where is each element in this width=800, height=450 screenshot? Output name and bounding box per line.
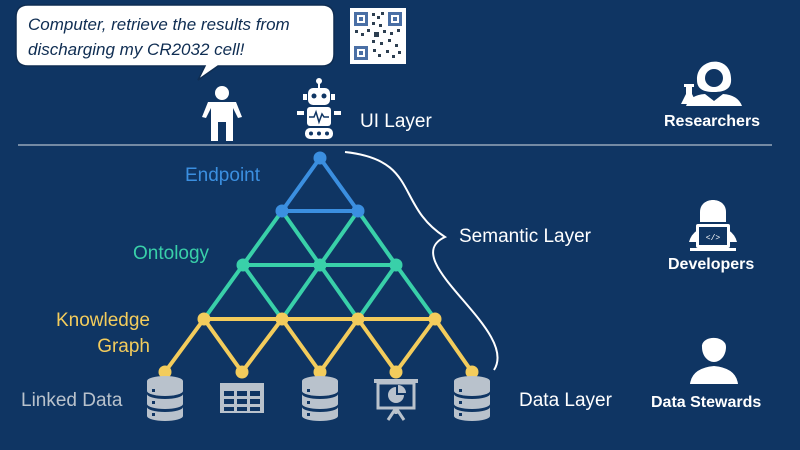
developers-label: Developers [668,256,755,273]
database-icon [147,376,183,421]
database-icon [454,376,490,421]
data-stewards-label: Data Stewards [651,394,762,411]
linked-data-node [465,365,479,379]
linked-data-node [158,365,172,379]
endpoint-node [275,204,289,218]
ontology-edges [202,209,437,321]
linked-data-node [313,365,327,379]
linked-data-node [235,365,249,379]
speech-bubble-text: Computer, retrieve the results from disc… [28,12,328,62]
speech-bubble [15,4,335,81]
speech-bubble-line: Computer, retrieve the results from [28,15,290,34]
semantic-layer-label: Semantic Layer [459,226,592,247]
ontology-node [236,258,250,272]
endpoint-node [351,204,365,218]
data-layer-label: Data Layer [519,390,612,411]
knowledge-graph-label-line: Knowledge [55,310,150,331]
endpoint-edges [280,156,360,213]
knowledge-graph-label: Knowledge Graph [0,308,150,360]
ontology-label: Ontology [133,243,210,264]
database-icon [302,376,338,421]
ui-layer-label: UI Layer [360,111,432,132]
researchers-label: Researchers [664,113,761,130]
endpoint-label: Endpoint [185,165,261,186]
semantic-layer-brace [344,151,499,371]
linked-data-node [389,365,403,379]
svg-text:</>: </> [706,234,721,243]
scientist-icon [681,61,742,106]
ontology-node [389,258,403,272]
knowledge-graph-node [275,312,289,326]
knowledge-graph-label-line: Graph [97,336,150,357]
presentation-chart-icon [374,379,418,421]
developer-icon: </> [689,200,737,251]
knowledge-graph-node [197,312,211,326]
person-icon [202,86,242,141]
table-icon [220,383,264,413]
knowledge-graph-edges [163,317,474,374]
ontology-node [313,258,327,272]
endpoint-node [313,151,327,165]
qr-code-icon [350,8,406,64]
speech-bubble-line: discharging my CR2032 cell! [28,40,245,59]
linked-data-label: Linked Data [21,390,123,411]
knowledge-graph-node [351,312,365,326]
data-steward-icon [690,334,738,384]
pyramid-nodes [158,151,479,379]
knowledge-graph-node [428,312,442,326]
robot-icon [297,78,341,139]
